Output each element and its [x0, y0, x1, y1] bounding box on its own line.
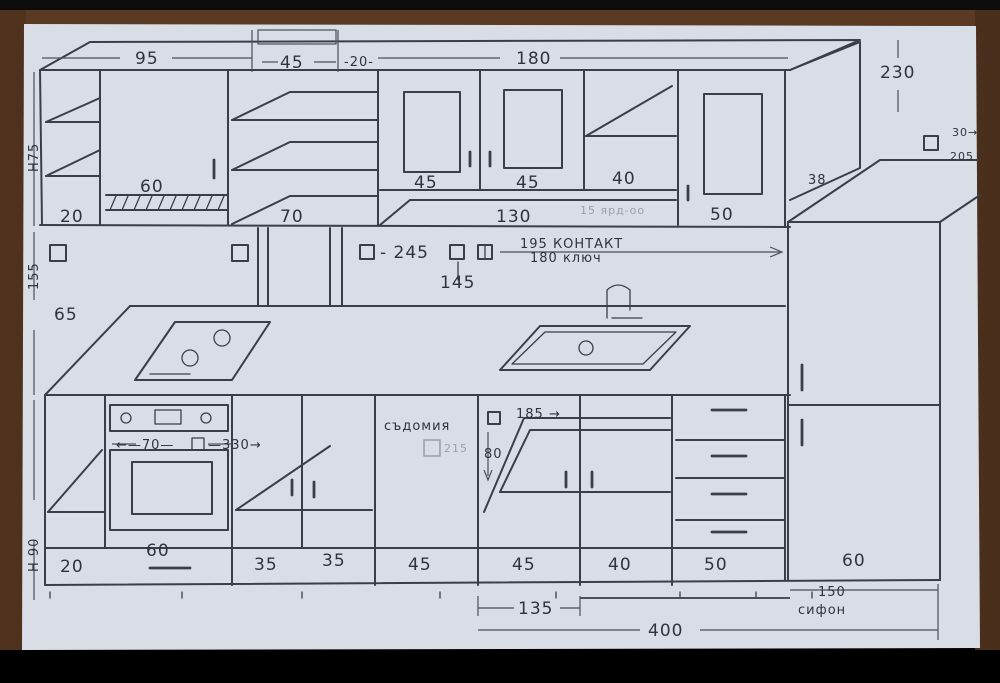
- switch-label: 180 ключ: [530, 251, 602, 266]
- dim-door-45a: 45: [414, 173, 438, 193]
- dim-depth-38: 38: [808, 173, 827, 188]
- labels: 95 45 -20- 180 230 H75 60 20 70 45 45 40…: [27, 49, 978, 641]
- dim-tall-60: 60: [842, 551, 866, 571]
- dim-205: 205: [950, 150, 974, 163]
- dim-base-40: 40: [608, 555, 632, 575]
- dim-upper-70: 70: [280, 207, 304, 227]
- dim-base-35b: 35: [322, 551, 346, 571]
- dim-socket-145: 145: [440, 273, 475, 293]
- dim-upper-20: -20-: [344, 55, 374, 70]
- dim-upper-60: 60: [140, 177, 164, 197]
- wood-left: [0, 0, 26, 650]
- dim-base-35a: 35: [254, 555, 278, 575]
- oven-dim-left: ←—70—: [116, 438, 174, 453]
- wall-and-worktop: [44, 135, 939, 396]
- dim-150: 150: [818, 585, 846, 600]
- faint-note: 15 ярд-оо: [580, 204, 645, 217]
- dim-215: 215: [444, 442, 468, 455]
- wall-dimensions: [33, 232, 784, 395]
- dim-door-45b: 45: [516, 173, 540, 193]
- dim-socket-245: - 245: [380, 243, 429, 263]
- dishwasher-label: съдомия: [384, 419, 450, 434]
- dim-185: 185 →: [516, 407, 561, 422]
- dim-80: 80: [484, 447, 503, 462]
- contact-label: 195 КОНТАКТ: [520, 237, 623, 252]
- dim-upper-height: H75: [27, 143, 42, 172]
- dim-base-60: 60: [146, 541, 170, 561]
- tall-unit: [787, 159, 981, 581]
- oven-dim-right: —330→: [208, 438, 262, 453]
- base-dimensions: [33, 400, 939, 640]
- dim-base-45a: 45: [408, 555, 432, 575]
- dim-upper-180: 180: [516, 49, 551, 69]
- dim-upper-45: 45: [280, 53, 304, 73]
- dim-upper-50: 50: [710, 205, 734, 225]
- bottom-band: [0, 650, 1000, 683]
- dim-400: 400: [648, 621, 683, 641]
- dim-height-230: 230: [880, 63, 915, 83]
- dim-upper-130: 130: [496, 207, 531, 227]
- dim-135: 135: [518, 599, 553, 619]
- dim-open-40: 40: [612, 169, 636, 189]
- dim-base-20: 20: [60, 557, 84, 577]
- upper-cabinets: [39, 39, 861, 228]
- siphon-label: сифон: [798, 603, 846, 618]
- upper-dimensions: [33, 29, 899, 226]
- dim-upper-20b: 20: [60, 207, 84, 227]
- dim-wall-65: 65: [54, 305, 78, 325]
- base-cabinets: [44, 394, 941, 599]
- dim-base-50: 50: [704, 555, 728, 575]
- dim-upper-95: 95: [135, 49, 159, 69]
- dim-30: 30→: [952, 126, 978, 139]
- dim-base-45b: 45: [512, 555, 536, 575]
- dim-wall-155: 155: [27, 262, 42, 290]
- dim-base-height: H 90: [27, 538, 42, 572]
